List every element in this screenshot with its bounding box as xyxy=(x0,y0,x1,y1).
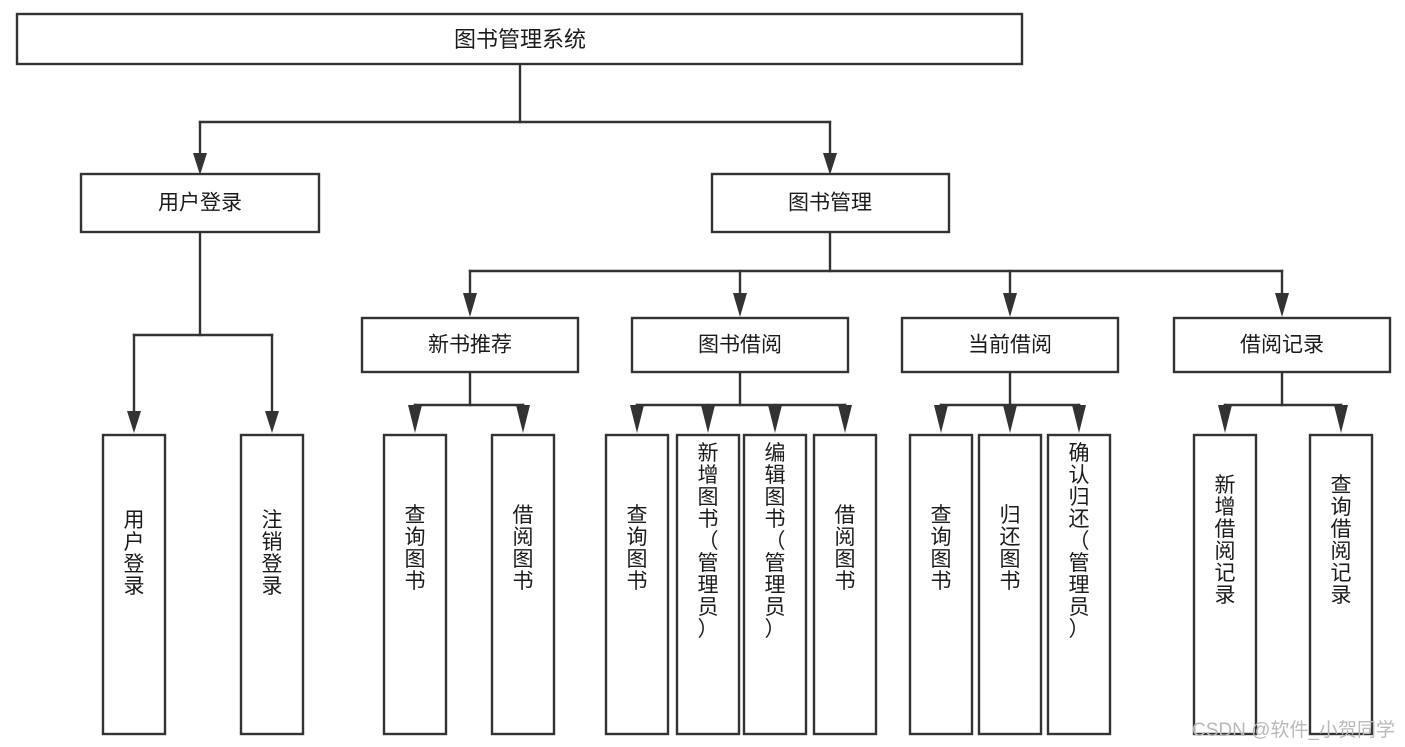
arrow-head-icon xyxy=(1275,293,1289,317)
arrow-head-icon xyxy=(408,405,422,433)
watermark-text: CSDN @软件_小贺同学 xyxy=(1192,720,1395,741)
arrow-head-icon xyxy=(823,153,837,175)
node-leaf-borrow-book-1[interactable] xyxy=(490,433,556,736)
node-leaf-borrow-book-2[interactable] xyxy=(812,433,878,736)
node-label-user-login: 用户登录 xyxy=(158,192,242,215)
arrow-head-icon xyxy=(127,411,141,433)
arrow-head-icon xyxy=(516,405,530,433)
node-label-current-borrow: 当前借阅 xyxy=(968,334,1052,357)
node-new-book-recommend[interactable]: 新书推荐 xyxy=(360,316,580,374)
arrow-head-icon xyxy=(1003,293,1017,317)
arrow-head-icon xyxy=(463,293,477,317)
node-label-system: 图书管理系统 xyxy=(454,27,586,52)
node-leaf-user-login[interactable] xyxy=(101,433,167,736)
node-leaf-return-book[interactable] xyxy=(977,433,1043,736)
connector-newbook-to-leaves xyxy=(408,370,530,433)
node-label-new-book-recommend: 新书推荐 xyxy=(428,334,512,357)
arrow-head-icon xyxy=(733,293,747,317)
arrow-head-icon xyxy=(193,153,207,175)
node-book-management[interactable]: 图书管理 xyxy=(710,172,951,234)
node-leaf-query-borrow-record[interactable] xyxy=(1308,433,1374,736)
node-user-login[interactable]: 用户登录 xyxy=(79,172,321,234)
arrow-head-icon xyxy=(1072,405,1086,433)
node-title-system[interactable]: 图书管理系统 xyxy=(15,12,1024,66)
connector-borrowrecord-to-leaves xyxy=(1218,370,1348,433)
node-borrow-record[interactable]: 借阅记录 xyxy=(1172,316,1392,374)
node-book-borrow[interactable]: 图书借阅 xyxy=(630,316,850,374)
arrow-head-icon xyxy=(1003,405,1017,433)
node-leaf-add-borrow-record[interactable] xyxy=(1192,433,1258,736)
node-leaf-query-book-2[interactable] xyxy=(604,433,670,736)
connector-currentborrow-to-leaves xyxy=(934,370,1086,433)
arrow-head-icon xyxy=(934,405,948,433)
arrow-head-icon xyxy=(630,405,644,433)
connector-bookmgmt-to-level3 xyxy=(463,230,1289,317)
node-leaf-add-book-admin[interactable] xyxy=(675,433,741,736)
arrow-head-icon xyxy=(265,411,279,433)
arrow-head-icon xyxy=(1334,405,1348,433)
connector-userlogin-to-leaves xyxy=(127,230,279,433)
connector-bookborrow-to-leaves xyxy=(630,370,852,433)
node-label-book-management: 图书管理 xyxy=(788,192,872,215)
node-leaf-logout[interactable] xyxy=(239,433,305,736)
arrow-head-icon xyxy=(838,405,852,433)
node-label-borrow-record: 借阅记录 xyxy=(1240,334,1324,357)
arrow-head-icon xyxy=(768,405,782,433)
node-leaf-query-book-1[interactable] xyxy=(382,433,448,736)
node-label-book-borrow: 图书借阅 xyxy=(698,334,782,357)
connector-root-to-level2 xyxy=(193,62,837,175)
arrow-head-icon xyxy=(1218,405,1232,433)
node-leaf-edit-book-admin[interactable] xyxy=(742,433,808,736)
node-leaf-query-book-3[interactable] xyxy=(908,433,974,736)
node-leaf-confirm-return-admin[interactable] xyxy=(1046,433,1112,736)
arrow-head-icon xyxy=(701,405,715,433)
node-current-borrow[interactable]: 当前借阅 xyxy=(900,316,1120,374)
